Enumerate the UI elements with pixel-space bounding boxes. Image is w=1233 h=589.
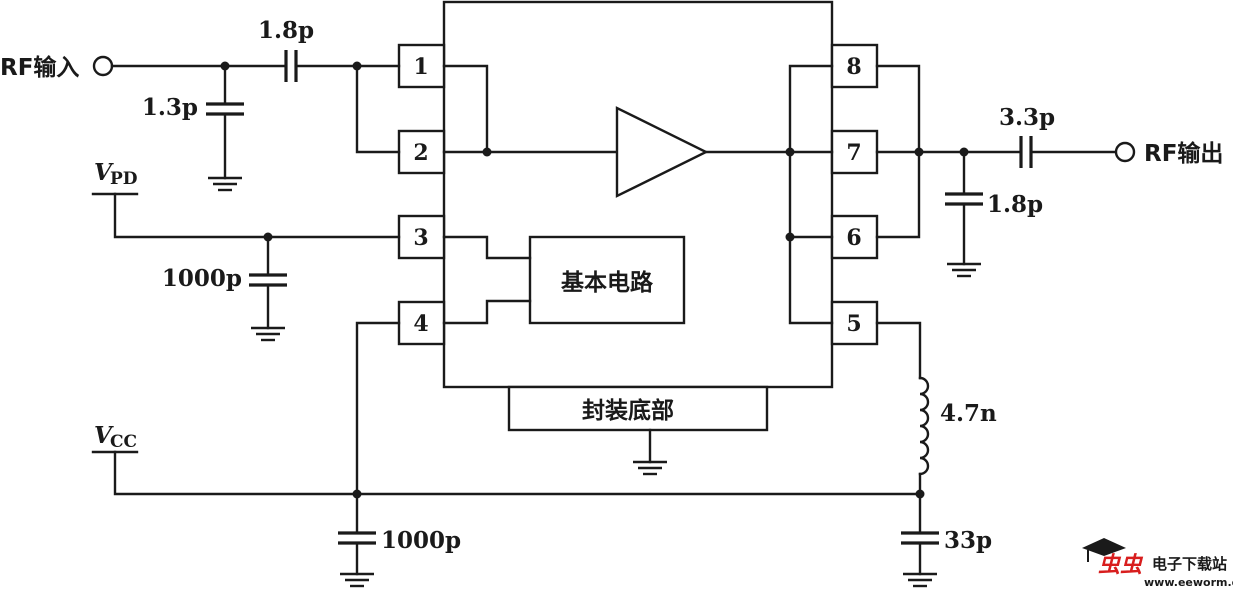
junction-amp-in	[482, 147, 492, 157]
vpd-label: V	[94, 159, 114, 186]
junction-out-7	[785, 147, 795, 157]
watermark-url: www.eeworm.com	[1144, 576, 1233, 589]
cap-out-shunt-value: 1.8p	[987, 191, 1043, 218]
core-circuit-block	[528, 235, 686, 325]
ground-symbol-in-shunt	[208, 176, 242, 192]
wire-pin1-pin2-bridge	[355, 64, 401, 154]
ground-symbol-vcc	[340, 572, 374, 588]
vcc-subscript: CC	[110, 432, 137, 452]
internal-wire-pin4	[442, 299, 532, 325]
ground-symbol-bias	[903, 572, 937, 588]
cap-in-series-value: 1.8p	[258, 17, 314, 44]
pin-number-1: 1	[413, 54, 428, 80]
amplifier-symbol	[615, 106, 709, 198]
pin-box-8	[830, 43, 879, 89]
mortarboard-icon	[1082, 538, 1126, 556]
ground-symbol-vpd	[251, 326, 285, 342]
pin-box-2	[397, 129, 446, 175]
pin-number-3: 3	[413, 225, 428, 251]
cap-bias-value: 33p	[944, 527, 992, 554]
cap-in-shunt-value: 1.3p	[142, 94, 198, 121]
wire-pin4	[355, 321, 401, 496]
ic-body	[442, 0, 834, 389]
watermark-title: 电子下载站	[1152, 555, 1227, 573]
internal-wire-pin1	[442, 64, 489, 154]
package-base-label: 封装底部	[582, 397, 674, 424]
junction-out-pins	[914, 147, 924, 157]
pin-number-6: 6	[846, 225, 861, 251]
wire-pin5-to-inductor	[875, 321, 922, 380]
pin-number-8: 8	[846, 54, 861, 80]
package-base-block	[507, 385, 769, 432]
ground-symbol-package	[633, 460, 667, 476]
pin-box-3	[397, 214, 446, 260]
rf-input-label: RF输入	[0, 54, 79, 81]
pin-number-4: 4	[413, 311, 428, 337]
pin-number-2: 2	[413, 140, 428, 166]
pin-number-7: 7	[846, 140, 861, 166]
ground-symbol-out-shunt	[947, 262, 981, 278]
inductor-bias-value: 4.7n	[940, 400, 997, 427]
pin-box-6	[830, 214, 879, 260]
junction-pin1-pin2	[352, 61, 362, 71]
vpd-subscript: PD	[110, 169, 138, 189]
pin-number-5: 5	[846, 311, 861, 337]
core-circuit-label: 基本电路	[561, 269, 654, 296]
cap-vcc-value: 1000p	[381, 527, 461, 554]
watermark-logo: 虫虫 电子下载站 www.eeworm.com	[1082, 538, 1233, 589]
vpd-wire	[113, 192, 401, 239]
rf-output-terminal	[1114, 141, 1136, 163]
junction-out-6	[785, 232, 795, 242]
vcc-wire	[113, 450, 922, 496]
rf-input-terminal	[92, 55, 114, 77]
vcc-label: V	[94, 422, 114, 449]
cap-out-series-value: 3.3p	[999, 104, 1055, 131]
inductor-bias	[918, 376, 930, 476]
cap-vpd-value: 1000p	[162, 265, 242, 292]
rf-output-label: RF输出	[1144, 140, 1223, 167]
watermark-brand: 虫虫	[1098, 553, 1144, 578]
internal-bus-pins-8-7-6-5	[788, 64, 834, 325]
internal-wire-pin3	[442, 235, 532, 260]
